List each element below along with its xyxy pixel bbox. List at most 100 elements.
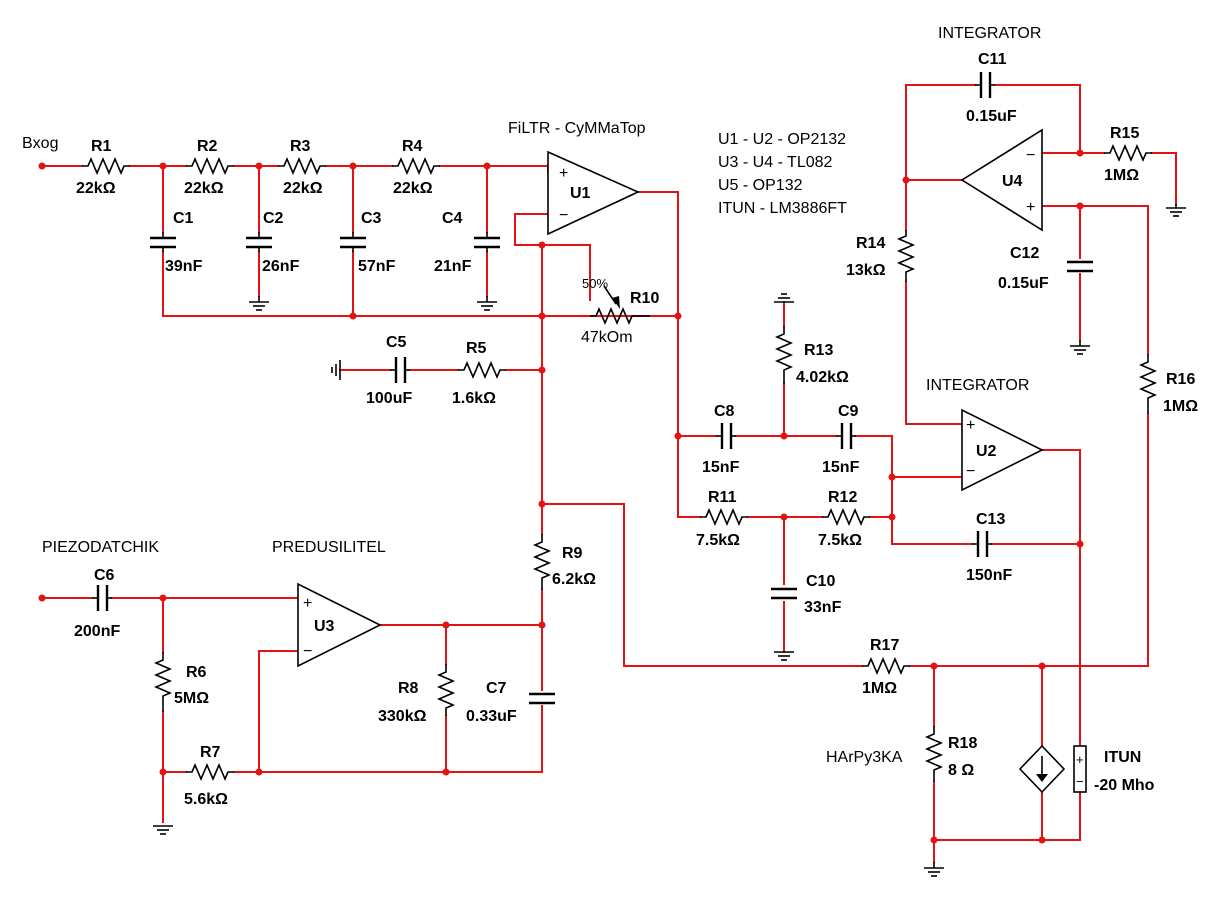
svg-text:R16: R16 <box>1166 371 1195 388</box>
capacitor-c5 <box>390 357 410 383</box>
resistor-r1 <box>82 156 130 176</box>
svg-text:+: + <box>966 417 975 434</box>
capacitor-c9 <box>836 423 856 449</box>
capacitor-c11 <box>975 72 995 98</box>
svg-text:+: + <box>1026 199 1035 216</box>
capacitor-c10 <box>771 587 797 600</box>
svg-text:U4: U4 <box>1002 173 1023 190</box>
svg-text:−: − <box>966 463 975 480</box>
capacitor-c13 <box>972 531 992 557</box>
capacitor-c1 <box>150 232 176 252</box>
preamp-title: PREDUSILITEL <box>272 539 386 556</box>
resistor-r10 <box>590 306 650 326</box>
wires <box>41 84 1177 863</box>
svg-text:R5: R5 <box>466 340 487 357</box>
svg-text:C4: C4 <box>442 210 463 227</box>
svg-text:R6: R6 <box>186 664 207 681</box>
load-label: HArPy3KA <box>826 749 903 766</box>
svg-text:15nF: 15nF <box>702 459 740 476</box>
part-legend: U1 - U2 - OP2132 U3 - U4 - TL082 U5 - OP… <box>718 131 847 217</box>
svg-text:-20 Mho: -20 Mho <box>1094 777 1155 794</box>
svg-text:R11: R11 <box>708 489 737 506</box>
piezo-title: PIEZODATCHIK <box>42 539 159 556</box>
svg-text:C8: C8 <box>714 403 735 420</box>
opamp-u1: U1 + − <box>547 150 640 236</box>
capacitor-c8 <box>716 423 736 449</box>
svg-text:26nF: 26nF <box>262 258 300 275</box>
capacitor-c7 <box>529 692 555 705</box>
svg-text:150nF: 150nF <box>966 567 1012 584</box>
svg-text:C3: C3 <box>361 210 382 227</box>
svg-text:R14: R14 <box>856 235 885 252</box>
input-label: Bxog <box>22 135 58 152</box>
svg-text:U1: U1 <box>570 185 591 202</box>
svg-text:U3 - U4 - TL082: U3 - U4 - TL082 <box>718 154 833 171</box>
svg-text:1MΩ: 1MΩ <box>862 680 897 697</box>
svg-text:R17: R17 <box>870 637 899 654</box>
resistor-r8 <box>436 664 456 716</box>
svg-text:R13: R13 <box>804 342 833 359</box>
capacitor-c12 <box>1067 260 1093 273</box>
resistor-r11 <box>700 507 748 527</box>
grounds <box>152 204 1187 877</box>
opamp-u3: U3 + − <box>297 582 382 668</box>
svg-text:21nF: 21nF <box>434 258 472 275</box>
resistor-r6 <box>153 652 173 712</box>
svg-text:15nF: 15nF <box>822 459 860 476</box>
svg-text:ITUN - LM3886FT: ITUN - LM3886FT <box>718 200 847 217</box>
svg-text:R2: R2 <box>197 138 218 155</box>
svg-text:5MΩ: 5MΩ <box>174 690 209 707</box>
resistor-r17 <box>862 656 910 676</box>
svg-text:ITUN: ITUN <box>1104 749 1141 766</box>
svg-text:U1 - U2 - OP2132: U1 - U2 - OP2132 <box>718 131 846 148</box>
capacitor-c2 <box>246 232 272 252</box>
capacitor-c6 <box>92 585 112 611</box>
section-labels: Bxog FiLTR - CyMMaTop INTEGRATOR INTEGRA… <box>22 25 1041 766</box>
resistor-r18 <box>924 726 944 782</box>
svg-text:5.6kΩ: 5.6kΩ <box>184 791 228 808</box>
resistors <box>82 143 1158 782</box>
svg-text:+: + <box>303 595 312 612</box>
filter-title: FiLTR - CyMMaTop <box>508 120 646 137</box>
itun-output-source: + − <box>1073 745 1087 793</box>
opamp-u2: U2 + − <box>961 408 1044 492</box>
capacitor-c3 <box>340 232 366 252</box>
svg-text:C7: C7 <box>486 680 507 697</box>
svg-text:7.5kΩ: 7.5kΩ <box>818 532 862 549</box>
opamp-u4: U4 − + <box>960 128 1043 232</box>
svg-text:33nF: 33nF <box>804 599 842 616</box>
svg-text:−: − <box>559 207 568 224</box>
controlled-current-source <box>1018 744 1066 794</box>
resistor-r16 <box>1138 354 1158 414</box>
svg-text:R3: R3 <box>290 138 311 155</box>
svg-text:22kΩ: 22kΩ <box>184 180 224 197</box>
svg-text:U2: U2 <box>976 443 997 460</box>
svg-text:R4: R4 <box>402 138 423 155</box>
svg-text:C2: C2 <box>263 210 284 227</box>
resistor-r12 <box>822 507 870 527</box>
resistor-r14 <box>896 230 916 282</box>
svg-text:100uF: 100uF <box>366 390 412 407</box>
svg-text:R15: R15 <box>1110 125 1139 142</box>
svg-text:C6: C6 <box>94 567 115 584</box>
resistor-r5 <box>458 360 506 380</box>
svg-text:C5: C5 <box>386 334 407 351</box>
resistor-r15 <box>1104 143 1152 163</box>
resistor-r3 <box>278 156 326 176</box>
svg-text:R7: R7 <box>200 744 221 761</box>
svg-text:R12: R12 <box>828 489 857 506</box>
svg-text:1MΩ: 1MΩ <box>1104 167 1139 184</box>
svg-text:C13: C13 <box>976 511 1005 528</box>
svg-text:U3: U3 <box>314 618 335 635</box>
svg-text:R1: R1 <box>91 138 112 155</box>
svg-text:R10: R10 <box>630 290 659 307</box>
svg-text:13kΩ: 13kΩ <box>846 262 886 279</box>
svg-text:0.15uF: 0.15uF <box>998 275 1049 292</box>
svg-text:U5 - OP132: U5 - OP132 <box>718 177 803 194</box>
svg-text:4.02kΩ: 4.02kΩ <box>796 369 849 386</box>
svg-text:C10: C10 <box>806 573 835 590</box>
svg-text:−: − <box>303 643 312 660</box>
svg-text:200nF: 200nF <box>74 623 120 640</box>
svg-text:0.33uF: 0.33uF <box>466 708 517 725</box>
